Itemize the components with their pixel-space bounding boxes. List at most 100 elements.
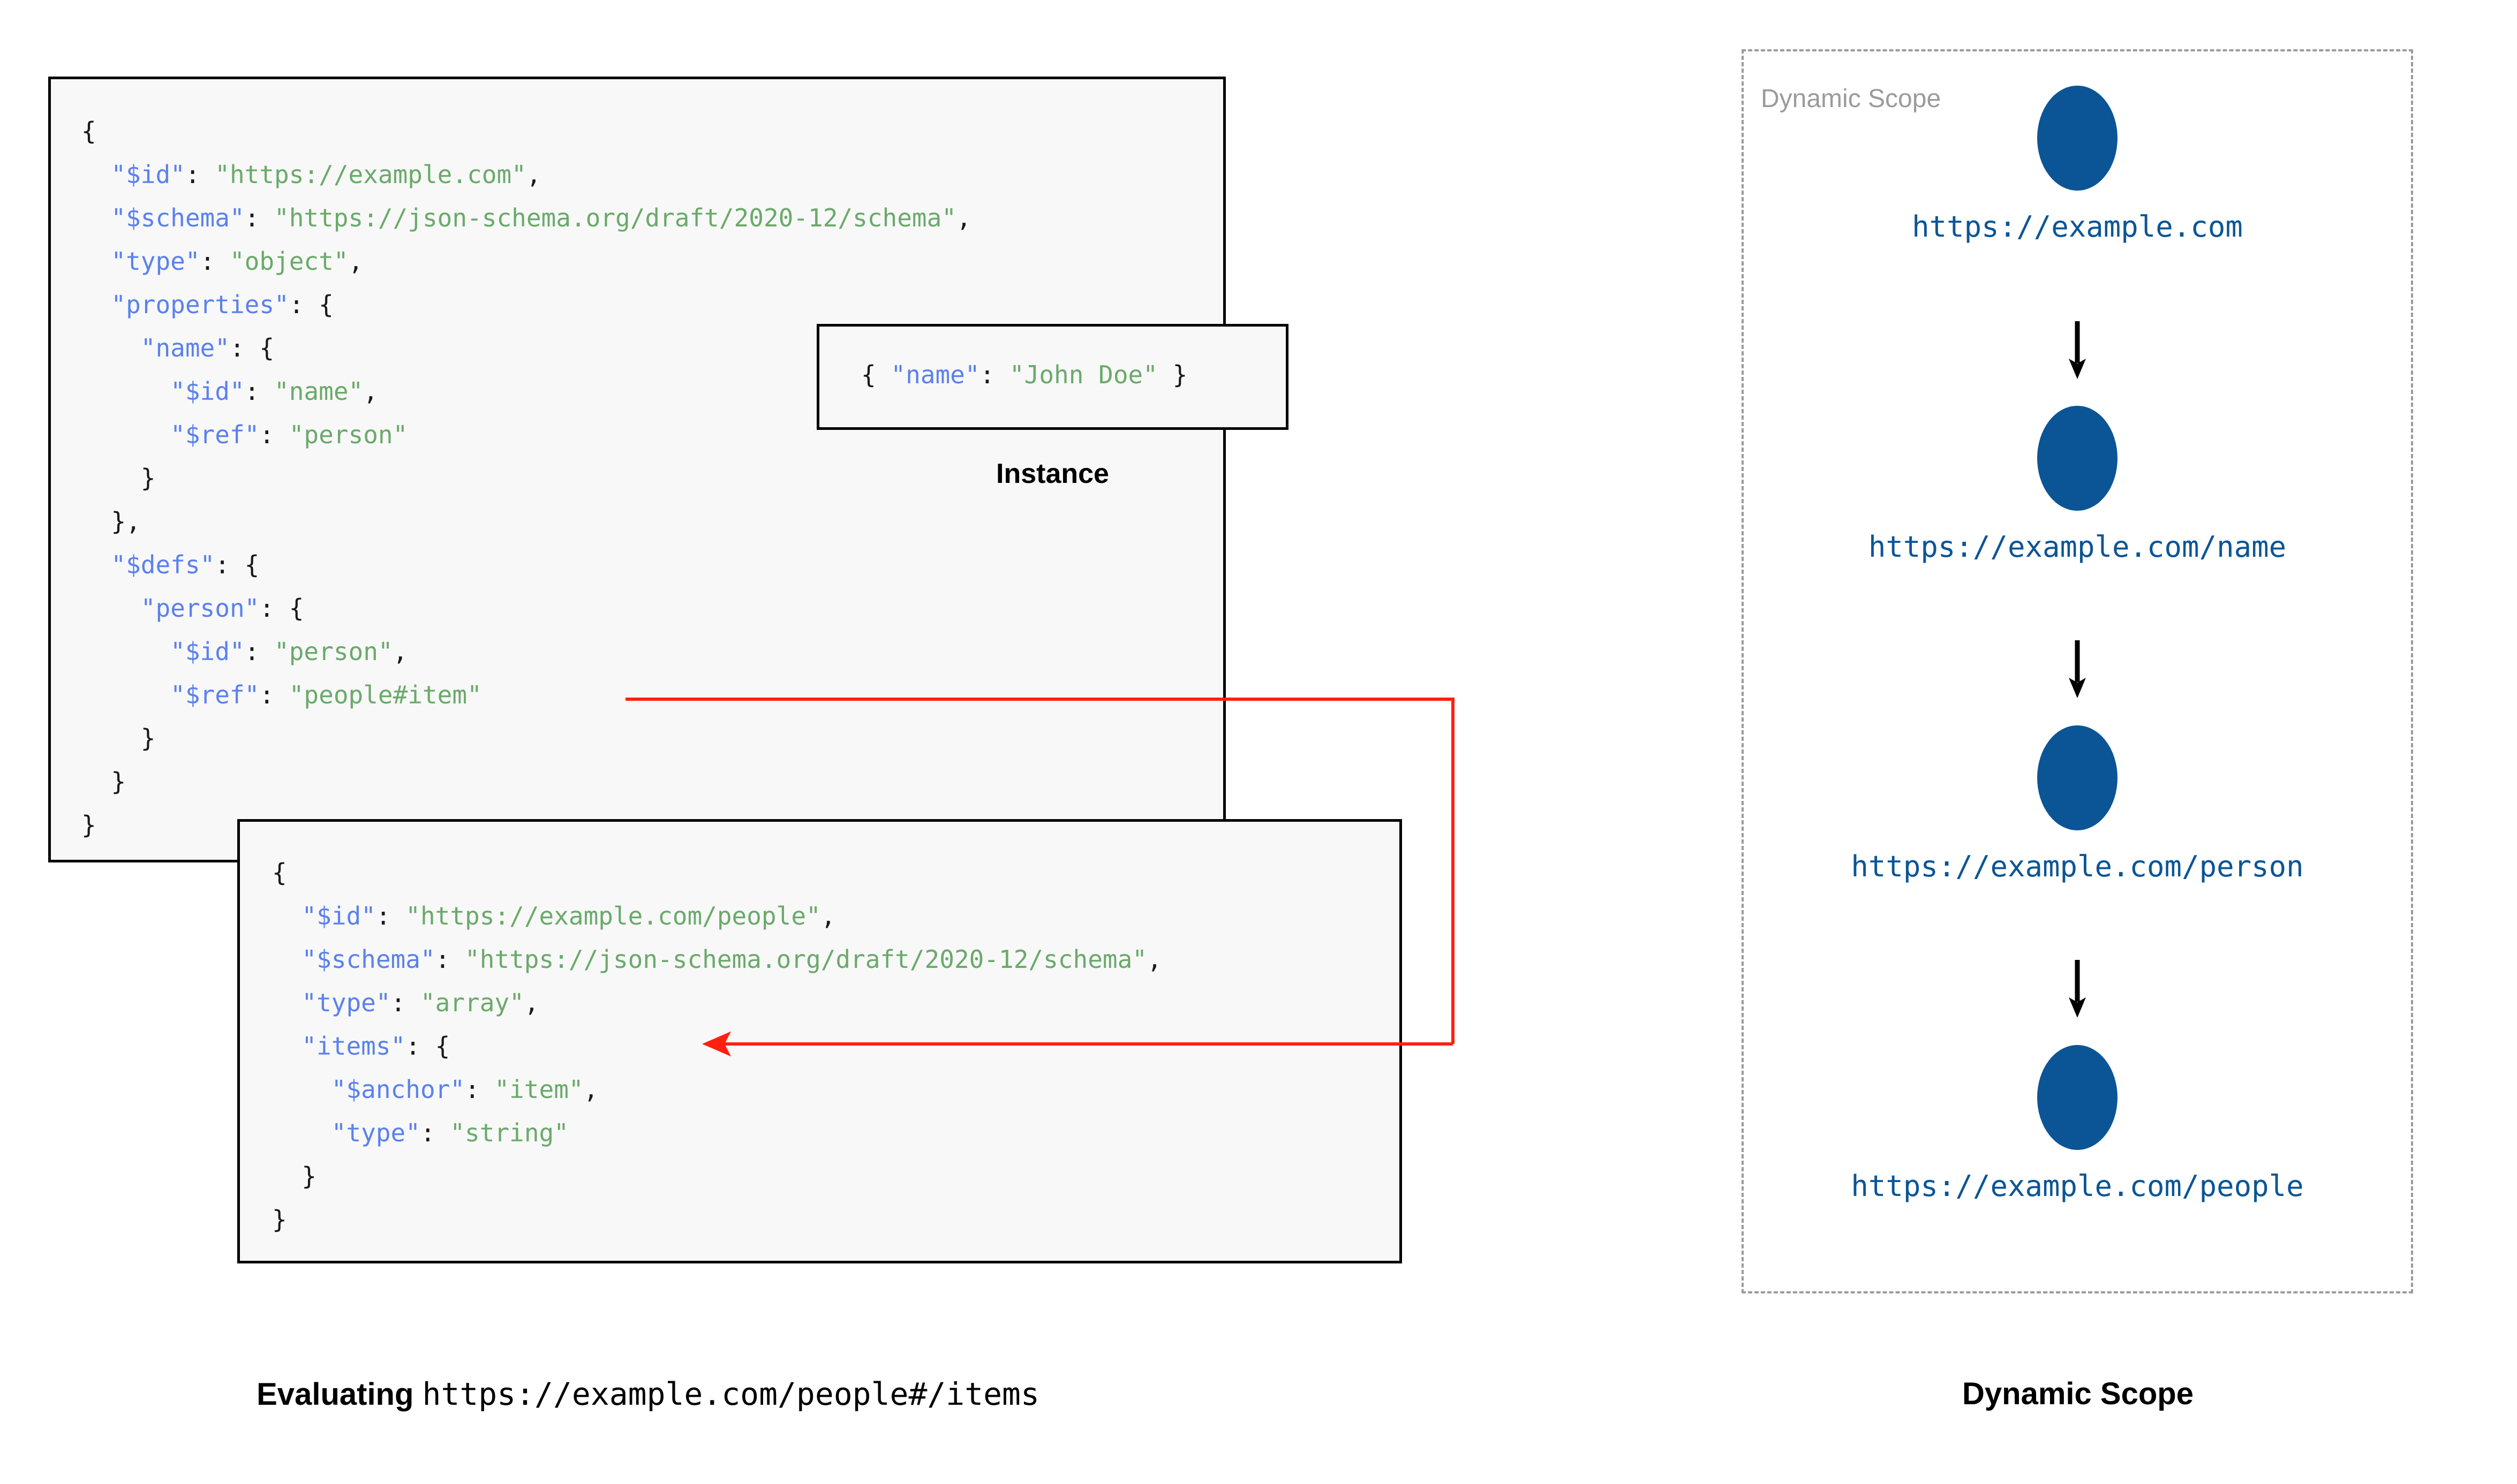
scope-node-label-1: https://example.com [1912, 210, 2243, 244]
code-token: : [420, 1118, 450, 1147]
code-line: "$ref": "people#item" [81, 673, 971, 717]
code-token [272, 902, 302, 930]
code-token [81, 680, 170, 709]
scope-node-2: https://example.com/name [1742, 406, 2413, 564]
scope-node-3: https://example.com/person [1742, 725, 2413, 883]
code-line: "properties": { [81, 283, 971, 327]
code-token [81, 420, 170, 449]
code-line: { [81, 110, 971, 153]
code-token: } [81, 724, 156, 753]
code-token: : [244, 377, 275, 406]
code-token: "array" [420, 988, 524, 1017]
code-token: "people#item" [289, 680, 482, 709]
left-caption-bold: Evaluating [257, 1377, 414, 1412]
code-token: "$id" [111, 160, 185, 189]
code-line: "$id": "name", [81, 370, 971, 413]
scope-node-label-4: https://example.com/people [1851, 1169, 2304, 1203]
code-token [272, 1032, 302, 1061]
code-line: } [81, 717, 971, 760]
code-token: } [272, 1162, 317, 1191]
code-token: , [363, 377, 378, 406]
code-token: "$schema" [302, 945, 435, 974]
code-token: "string" [450, 1118, 569, 1147]
code-token: "$anchor" [331, 1075, 465, 1104]
code-token: : [244, 637, 275, 666]
code-token: "$id" [170, 377, 245, 406]
code-token: : [390, 988, 420, 1017]
code-token: , [524, 988, 539, 1017]
code-token [81, 247, 111, 276]
code-token: "properties" [111, 290, 289, 319]
scope-node-circle-icon [2037, 406, 2117, 511]
code-token: }, [81, 507, 141, 536]
code-token: "name" [891, 360, 980, 389]
code-token: } [272, 1205, 287, 1234]
code-token: , [583, 1075, 599, 1104]
down-arrow-icon [2069, 321, 2086, 379]
code-line: "$id": "https://example.com/people", [272, 895, 1162, 938]
code-token: , [820, 902, 836, 930]
code-token [81, 160, 111, 189]
scope-arrow-1 [1742, 321, 2413, 383]
code-token [81, 334, 141, 362]
code-token: "https://example.com" [215, 160, 526, 189]
scope-node-4: https://example.com/people [1742, 1045, 2413, 1203]
code-token: : { [405, 1032, 450, 1061]
scope-node-circle-icon [2037, 1045, 2117, 1150]
code-token: : [375, 902, 406, 930]
scope-arrow-3 [1742, 960, 2413, 1021]
code-token: : { [215, 550, 260, 579]
code-token [272, 988, 302, 1017]
code-line: "items": { [272, 1025, 1162, 1068]
scope-arrow-2 [1742, 640, 2413, 702]
code-token: , [348, 247, 364, 276]
code-token: { [81, 117, 96, 146]
code-token [81, 377, 170, 406]
code-token: "https://json-schema.org/draft/2020-12/s… [465, 945, 1147, 974]
instance-box: { "name": "John Doe" } [817, 324, 1288, 430]
code-token: } [81, 767, 126, 796]
code-token: : [435, 945, 465, 974]
code-token: : { [259, 594, 304, 623]
code-token: : [259, 420, 289, 449]
code-token: "type" [331, 1118, 420, 1147]
code-token: , [393, 637, 408, 666]
code-token: "object" [229, 247, 349, 276]
code-token: "name" [274, 377, 364, 406]
scope-node-label-3: https://example.com/person [1851, 850, 2304, 883]
code-token: "items" [302, 1032, 406, 1061]
code-token: : [979, 360, 1009, 389]
code-line: "$defs": { [81, 543, 971, 587]
code-line: "person": { [81, 587, 971, 630]
right-caption: Dynamic Scope [1962, 1376, 2194, 1411]
code-line: } [272, 1155, 1162, 1198]
code-token: "$id" [170, 637, 245, 666]
code-token: "https://example.com/people" [405, 902, 821, 930]
code-token [81, 203, 111, 232]
code-token: : [185, 160, 215, 189]
code-line: } [81, 804, 971, 847]
root-schema-box: { "$id": "https://example.com", "$schema… [48, 77, 1226, 862]
code-line: "$ref": "person" [81, 413, 971, 457]
code-token [272, 1075, 331, 1104]
code-token [81, 594, 141, 623]
code-token: "$ref" [170, 420, 260, 449]
code-token: , [956, 203, 971, 232]
code-token: { [272, 858, 287, 887]
code-token: , [1147, 945, 1162, 974]
code-token [272, 945, 302, 974]
code-token: } [81, 811, 96, 839]
code-line: { [272, 851, 1162, 895]
code-token: : { [229, 334, 275, 362]
dynamic-scope-panel-label: Dynamic Scope [1761, 85, 1941, 113]
down-arrow-icon [2069, 640, 2086, 698]
code-token [81, 550, 111, 579]
code-token: , [526, 160, 541, 189]
code-line: } [81, 457, 971, 500]
code-token: "type" [302, 988, 391, 1017]
code-line: { "name": "John Doe" } [861, 353, 1187, 397]
code-line: } [81, 760, 971, 804]
code-token: "person" [140, 594, 260, 623]
code-token: "item" [494, 1075, 584, 1104]
